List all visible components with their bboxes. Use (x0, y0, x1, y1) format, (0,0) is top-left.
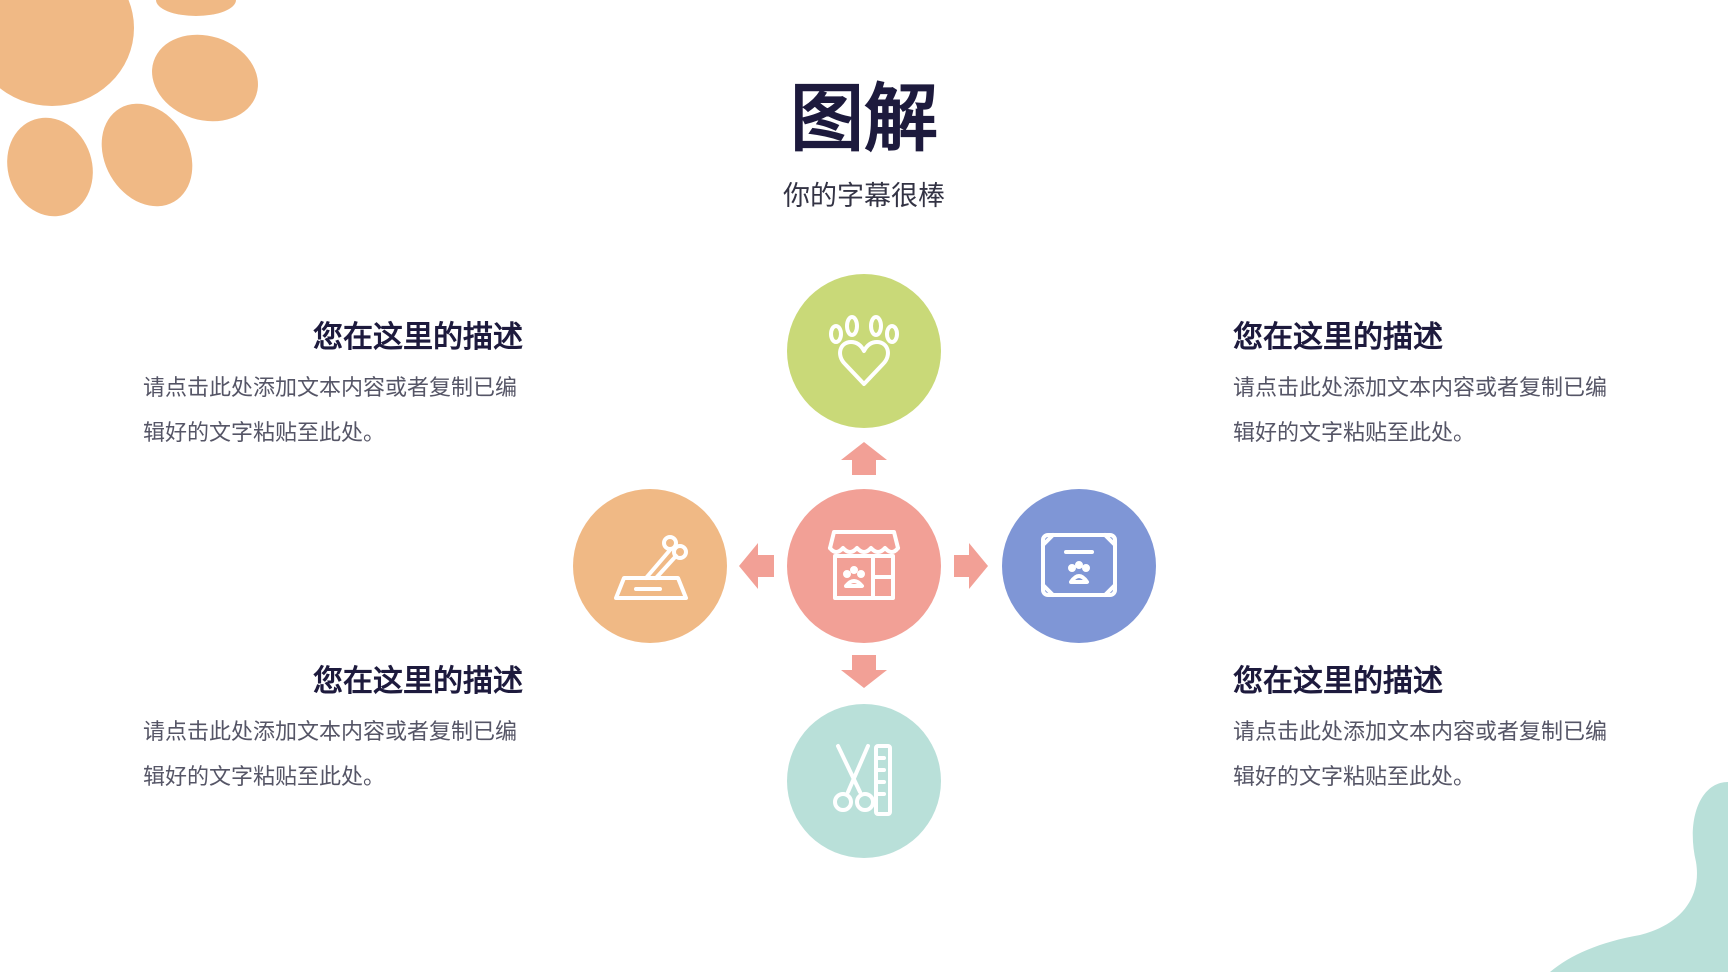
bone-bowl-icon (614, 535, 688, 600)
node-bottom (787, 704, 941, 858)
description-text: 请点击此处添加文本内容或者复制已编辑好的文字粘贴至此处。 (143, 720, 518, 790)
arrows (739, 442, 988, 688)
description-heading: 您在这里的描述 (313, 320, 523, 355)
node-left (573, 489, 727, 643)
node-center (787, 489, 941, 643)
description-block-top-left: 您在这里的描述 请点击此处添加文本内容或者复制已编辑好的文字粘贴至此处。 (143, 312, 523, 456)
pet-shop-icon (828, 530, 900, 600)
description-block-bottom-left: 您在这里的描述 请点击此处添加文本内容或者复制已编辑好的文字粘贴至此处。 (143, 656, 523, 800)
arrow-right (954, 543, 988, 589)
description-text: 请点击此处添加文本内容或者复制已编辑好的文字粘贴至此处。 (1233, 720, 1608, 790)
teal-blob-decoration (1550, 782, 1728, 972)
paw-print-decoration (0, 0, 258, 217)
description-heading: 您在这里的描述 (1233, 664, 1443, 699)
paw-pad (0, 0, 134, 106)
arrow-left (739, 543, 774, 589)
description-text: 请点击此处添加文本内容或者复制已编辑好的文字粘贴至此处。 (1233, 376, 1608, 446)
scissors-comb-icon (833, 744, 892, 816)
paw-toe (152, 34, 258, 122)
arrow-up (841, 442, 887, 475)
pet-certificate-icon (1041, 533, 1117, 597)
page-subtitle: 你的字幕很棒 (783, 181, 945, 212)
paw-toe (156, 0, 236, 16)
description-heading: 您在这里的描述 (313, 664, 523, 699)
description-block-bottom-right: 您在这里的描述 请点击此处添加文本内容或者复制已编辑好的文字粘贴至此处。 (1233, 656, 1613, 800)
description-text: 请点击此处添加文本内容或者复制已编辑好的文字粘贴至此处。 (143, 376, 518, 446)
arrow-down (841, 655, 887, 688)
paw-heart-icon (829, 315, 899, 386)
paw-toe (7, 117, 93, 217)
description-heading: 您在这里的描述 (1233, 320, 1443, 355)
page-title: 图解 (790, 76, 938, 162)
paw-toe (101, 103, 193, 207)
description-block-top-right: 您在这里的描述 请点击此处添加文本内容或者复制已编辑好的文字粘贴至此处。 (1233, 312, 1613, 456)
